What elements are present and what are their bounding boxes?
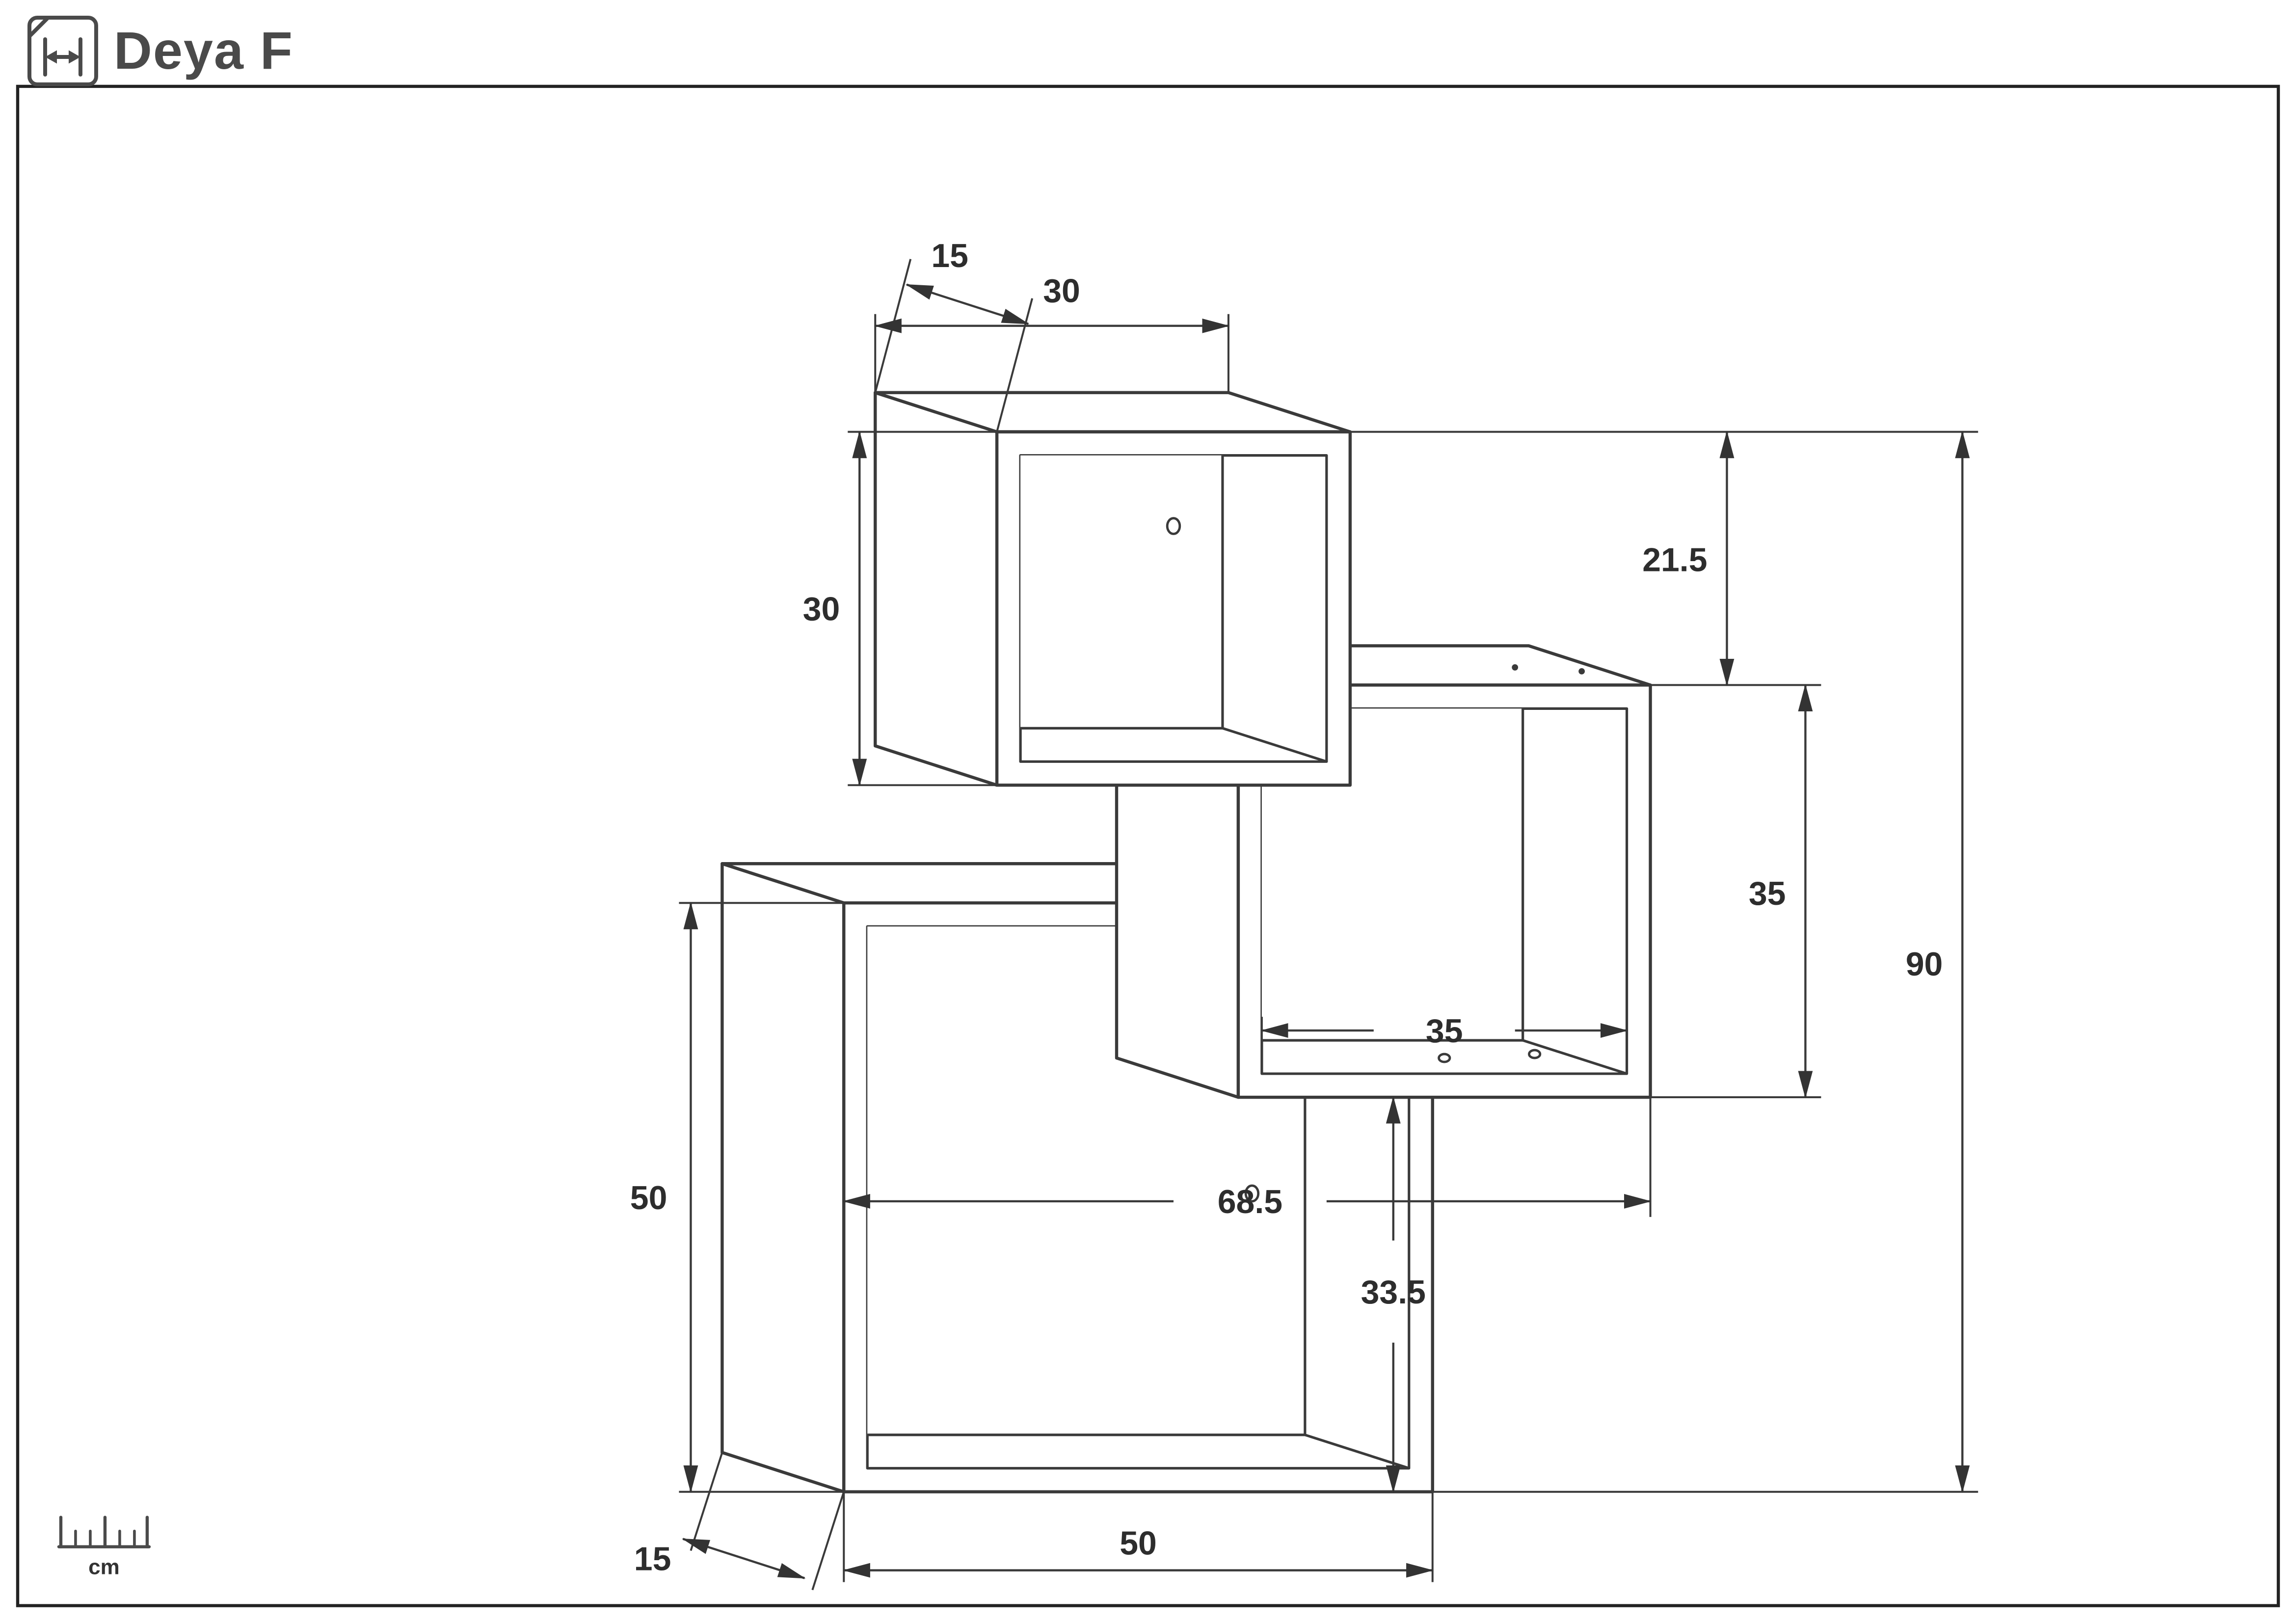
- dim-bottom-box-height: 50: [630, 901, 844, 1493]
- dim-label: 30: [1043, 272, 1080, 310]
- unit-label: cm: [88, 1555, 120, 1579]
- dim-label: 15: [634, 1541, 671, 1578]
- dim-bottom-box-width: 50: [842, 1491, 1434, 1582]
- screw-mark-icon: [1578, 668, 1585, 675]
- top-shelf-box: [874, 391, 1352, 787]
- shelf-pin-hole-icon: [1438, 1053, 1451, 1063]
- width-arrow-icon: [27, 15, 98, 86]
- screw-mark-icon: [1512, 664, 1519, 671]
- dim-label: 35: [1749, 875, 1786, 912]
- dim-label: 21.5: [1642, 541, 1707, 578]
- dim-bottom-box-depth: 15: [634, 1452, 845, 1591]
- dim-middle-bottom-to-base: 33.5: [1361, 1096, 1426, 1493]
- dim-middle-box-inner-width: 35: [1260, 1012, 1628, 1074]
- dim-top-box-width: 30: [874, 272, 1230, 393]
- dim-label: 35: [1426, 1012, 1463, 1050]
- dim-label: 50: [630, 1179, 667, 1217]
- ruler-icon: cm: [57, 1516, 151, 1579]
- shelf-pin-hole-icon: [1528, 1049, 1542, 1059]
- dim-top-box-height: 30: [803, 431, 997, 786]
- page-title: Deya F: [114, 21, 294, 80]
- dim-label: 90: [1906, 946, 1943, 983]
- drawing-border: [16, 84, 2280, 1607]
- dim-label: 50: [1120, 1525, 1157, 1562]
- dimension-annotations: 15 30 30 21.5 35: [630, 237, 1978, 1591]
- dim-top-to-middle-gap: 21.5: [1350, 431, 1978, 686]
- dim-label: 30: [803, 590, 840, 627]
- dim-overall-width: 68.5: [842, 1097, 1652, 1220]
- dim-label: 68.5: [1218, 1183, 1282, 1220]
- dim-label: 15: [931, 237, 968, 274]
- dim-middle-box-height: 35: [1650, 684, 1821, 1099]
- dim-label: 33.5: [1361, 1273, 1426, 1311]
- header: Deya F: [27, 15, 294, 86]
- mounting-hole-icon: [1166, 517, 1181, 535]
- dim-total-height: 90: [1432, 431, 1978, 1493]
- shelf-diagram: [721, 391, 1652, 1493]
- mounting-hole-icon: [1244, 1184, 1260, 1203]
